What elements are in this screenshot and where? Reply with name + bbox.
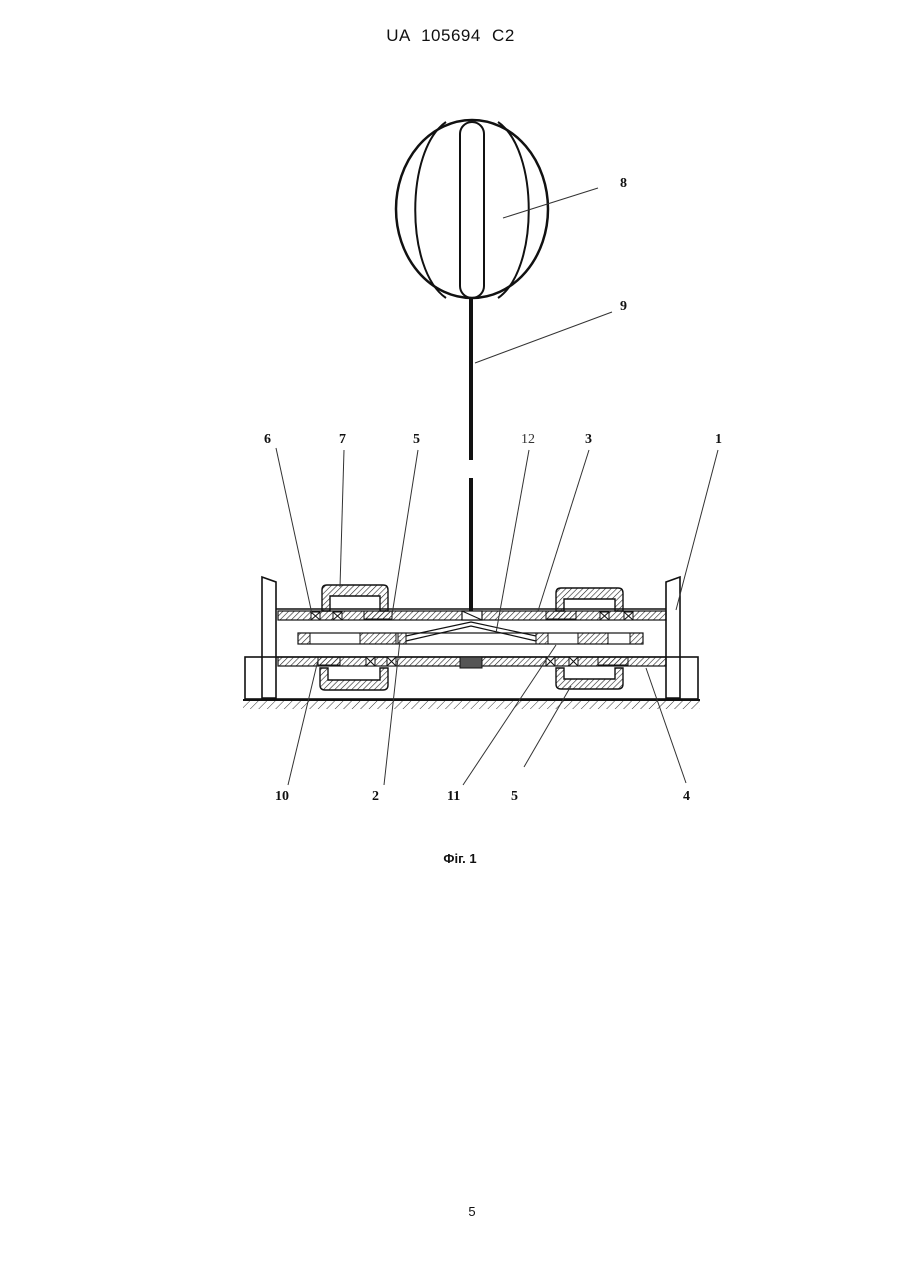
middle-plate — [298, 622, 643, 644]
label-3: 3 — [585, 432, 592, 447]
figure-caption: Фіг. 1 — [0, 851, 901, 866]
label-10: 10 — [275, 789, 289, 804]
label-4: 4 — [683, 789, 690, 804]
label-6: 6 — [264, 432, 271, 447]
label-1: 1 — [715, 432, 722, 447]
reference-labels: 8 9 6 7 5 12 3 1 10 2 11 5 4 — [264, 176, 722, 804]
balloon-part-8 — [396, 120, 548, 298]
ground-base — [243, 700, 700, 709]
label-7: 7 — [339, 432, 346, 447]
leader-lines — [276, 188, 718, 785]
label-2: 2 — [372, 789, 379, 804]
label-9: 9 — [620, 299, 627, 314]
label-8: 8 — [620, 176, 627, 191]
label-12: 12 — [521, 432, 535, 447]
label-5-top: 5 — [413, 432, 420, 447]
page-number: 5 — [0, 1204, 901, 1219]
label-11: 11 — [447, 789, 460, 804]
label-5-bottom: 5 — [511, 789, 518, 804]
